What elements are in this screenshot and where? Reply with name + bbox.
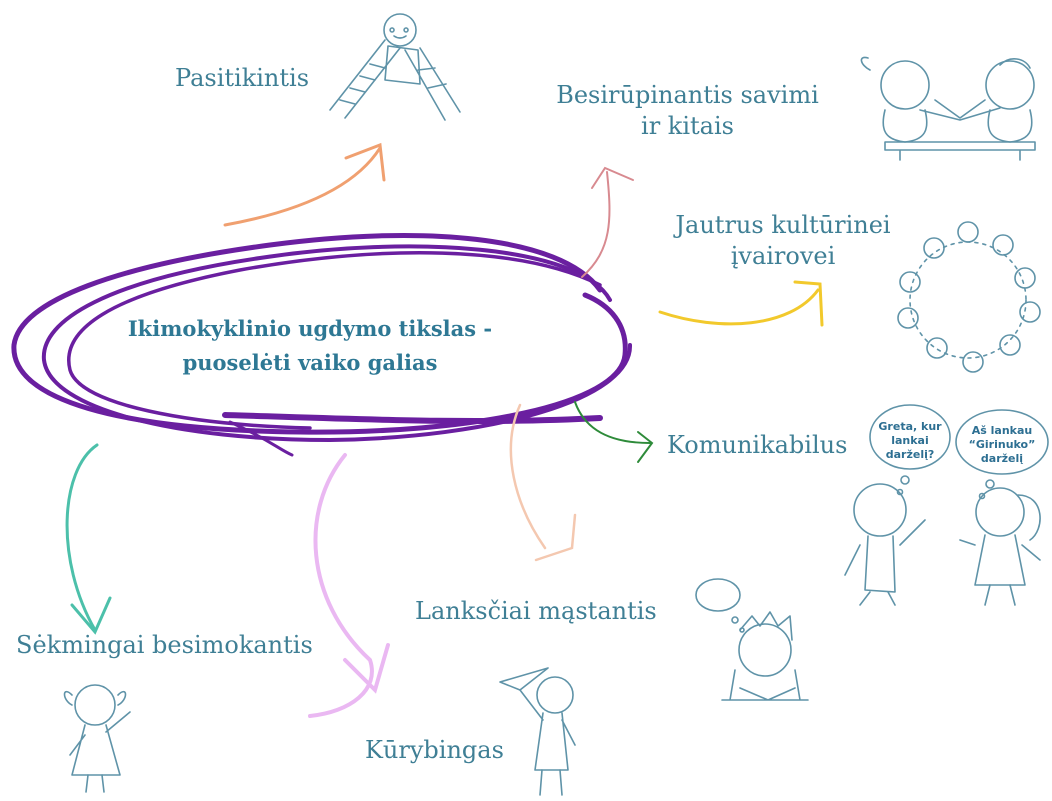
label-caring-line-2: ir kitais (641, 112, 734, 141)
central-ellipse (11, 233, 633, 457)
label-caring: Besirūpinantis savimi ir kitais (555, 80, 820, 142)
speech-bubble-answer: Aš lankau “Girinuko” darželį (958, 424, 1046, 465)
arrow-confident (223, 142, 386, 227)
label-learner: Sėkmingai besimokantis (16, 631, 313, 659)
label-communicative: Komunikabilus (667, 431, 848, 459)
child-on-ladder-illustration (329, 13, 461, 121)
children-reading-illustration (860, 56, 1036, 161)
arrow-learner (65, 443, 112, 635)
arrow-communicative (574, 401, 654, 463)
central-goal-line-1: Ikimokyklinio ugdymo tikslas - (127, 316, 493, 341)
arrow-culture (658, 280, 824, 327)
boy-paper-plane-illustration (499, 667, 576, 796)
label-culture-line-2: įvairovei (730, 242, 836, 271)
talking-children-illustration (844, 404, 1049, 606)
speech-answer-line-3: darželį (980, 451, 1024, 465)
central-goal-line-2: puoselėti vaiko galias (182, 349, 438, 375)
label-caring-line-1: Besirūpinantis savimi (556, 81, 819, 109)
label-creative: Kūrybingas (365, 736, 504, 764)
arrow-flexible (509, 403, 577, 562)
label-flexible: Lanksčiai mąstantis (415, 597, 657, 625)
arrow-caring (581, 166, 634, 278)
speech-bubble-question: Greta, kur lankai darželį? (872, 420, 948, 461)
thinking-child-illustration (695, 578, 809, 701)
arrow-creative (308, 453, 390, 718)
speech-question-line-2: lankai (891, 433, 929, 447)
girl-waving-illustration (63, 684, 131, 793)
label-culture: Jautrus kultūrinei įvairovei (668, 210, 898, 272)
children-circle-illustration (897, 221, 1041, 373)
speech-question-line-3: darželį? (885, 447, 935, 461)
label-confident: Pasitikintis (175, 64, 310, 92)
speech-question-line-1: Greta, kur (878, 420, 942, 433)
speech-answer-line-1: Aš lankau (971, 424, 1033, 437)
central-goal: Ikimokyklinio ugdymo tikslas - puoselėti… (90, 312, 530, 379)
label-culture-line-1: Jautrus kultūrinei (675, 211, 891, 239)
speech-answer-line-2: “Girinuko” (968, 437, 1036, 451)
